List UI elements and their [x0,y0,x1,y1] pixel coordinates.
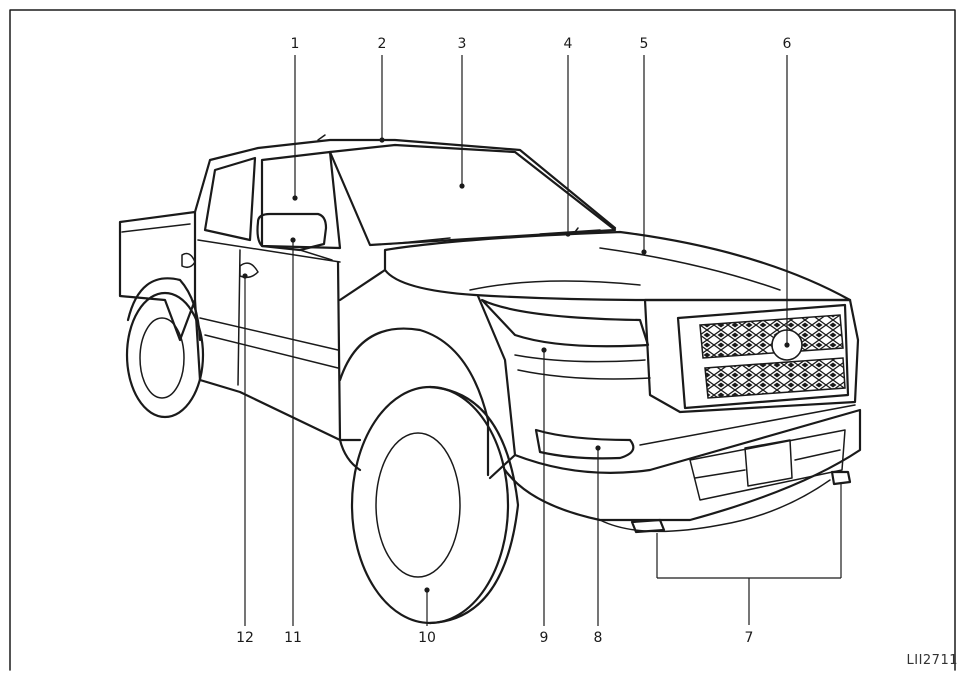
callout-5: 5 [640,36,649,52]
front-wheel-rim [375,432,461,578]
headlight [480,298,650,348]
figure-code: LII2711 [906,653,958,668]
rear-door-handle [181,252,196,269]
tow-hook-right [830,470,852,486]
cab-lower-edge [193,298,362,442]
grille-frame [643,298,860,414]
leader-lines [242,55,842,626]
callout-1: 1 [291,36,300,52]
grille-outline [676,303,850,410]
tow-hook-left [630,518,666,534]
callout-2: 2 [378,36,387,52]
rear-tire [125,291,205,419]
callout-8: 8 [594,630,603,646]
callout-6: 6 [783,36,792,52]
hood [383,230,852,302]
rear-wheel-rim [139,317,185,399]
cab-roofline [193,138,617,230]
front-bumper [503,408,862,522]
truck-illustration [118,134,862,625]
grille-upper-mesh [699,314,844,359]
callout-12: 12 [236,630,254,646]
callout-11: 11 [284,630,302,646]
callout-9: 9 [540,630,549,646]
figure-border [9,9,956,671]
front-wheel-arch [338,327,490,477]
grille-lower-mesh [704,357,846,399]
callout-labels: 1 2 3 4 5 6 7 8 9 10 11 12 [236,36,791,646]
front-fender-edge [476,294,517,480]
callout-7: 7 [745,630,754,646]
rear-window [203,156,257,242]
front-window [260,150,342,250]
callout-4: 4 [564,36,573,52]
windshield [328,143,617,247]
fog-light [534,428,635,460]
callout-3: 3 [458,36,467,52]
side-mirror [256,212,328,252]
callout-10: 10 [418,630,436,646]
